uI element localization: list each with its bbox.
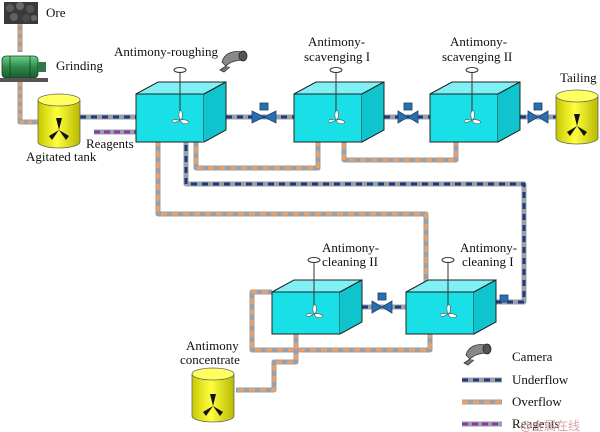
grinding-mill-icon (0, 55, 48, 82)
label-scavenging2-line1: Antimony- (450, 34, 507, 49)
valve-cleaning1-outlet (499, 294, 509, 303)
legend-camera-label: Camera (512, 349, 553, 364)
ore-pile-icon (4, 2, 38, 24)
camera-icon (219, 50, 248, 73)
cell-cleaning2 (271, 257, 363, 335)
valve-cleaning2-cleaning1 (371, 292, 393, 314)
legend: Camera Underflow Overflow Reagents (462, 349, 569, 431)
cell-cleaning1 (405, 257, 497, 335)
pipe-grinding-to-tank (17, 82, 38, 125)
legend-reagents-label: Reagents (512, 416, 560, 431)
label-cleaning1-line1: Antimony- (460, 240, 517, 255)
label-concentrate-line2: concentrate (180, 352, 240, 367)
label-cleaning2-line2: cleaning II (322, 254, 378, 269)
label-reagents: Reagents (86, 136, 134, 151)
legend-overflow-label: Overflow (512, 394, 562, 409)
cell-roughing (135, 67, 227, 143)
valve-scavenging2-tailing (527, 102, 549, 124)
cell-scavenging2 (429, 67, 521, 143)
label-scavenging2-line2: scavenging II (442, 49, 512, 64)
label-concentrate-line1: Antimony (186, 338, 239, 353)
label-tailing: Tailing (560, 70, 597, 85)
label-roughing: Antimony-roughing (114, 44, 218, 59)
valve-roughing-scavenging1 (251, 102, 277, 124)
concentrate-tank (191, 367, 235, 423)
pipe-cleaning2-to-concentrate (236, 332, 299, 393)
pipe-cleaning1-overflow-to-cleaning2 (249, 289, 433, 353)
watermark: @金属在线 (520, 418, 580, 432)
label-agitated-tank: Agitated tank (26, 149, 97, 164)
label-scavenging1-line2: scavenging I (304, 49, 370, 64)
legend-camera-icon (463, 343, 492, 366)
valve-scavenging1-scavenging2 (397, 102, 419, 124)
legend-underflow-label: Underflow (512, 372, 569, 387)
pipe-roughing-overflow-to-cleaning1 (155, 140, 429, 292)
pipe-cleaning1-underflow-return (183, 140, 527, 305)
label-cleaning2-line1: Antimony- (322, 240, 379, 255)
pipe-scavenging1-overflow-return (193, 140, 321, 171)
pipes (17, 22, 562, 393)
tailing-tank (555, 89, 599, 145)
valves (251, 102, 549, 314)
agitated-tank (37, 93, 81, 149)
label-scavenging1-line1: Antimony- (308, 34, 365, 49)
label-ore: Ore (46, 5, 66, 20)
pipe-scavenging2-overflow-return (341, 140, 459, 163)
cell-scavenging1 (293, 67, 385, 143)
label-cleaning1-line2: cleaning I (462, 254, 514, 269)
label-grinding: Grinding (56, 58, 103, 73)
